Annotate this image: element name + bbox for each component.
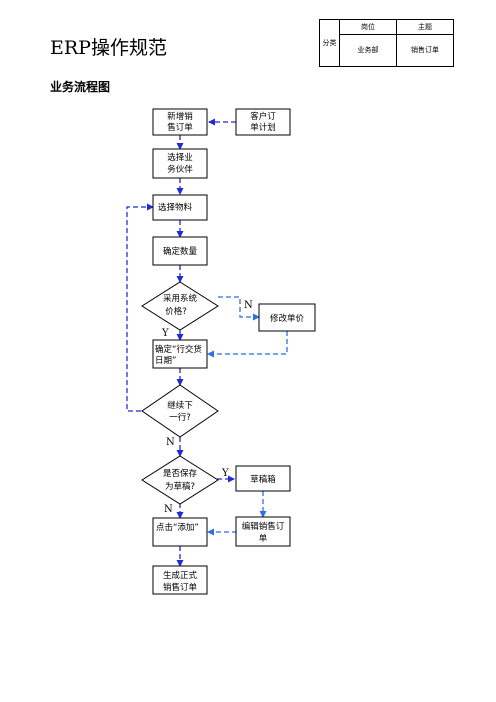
label-continue-no: N [166, 437, 175, 448]
node-click-add [152, 517, 208, 547]
node-edit-order-line2: 单 [259, 533, 268, 544]
node-customer-plan [235, 108, 291, 136]
node-select-partner [152, 148, 208, 179]
node-select-material-line1: 选择物料 [158, 202, 193, 213]
node-click-add-line1: 点击“添加” [156, 522, 199, 533]
node-customer-plan-line2: 单计划 [250, 122, 276, 133]
connector-continue-loop [126, 203, 154, 412]
node-save-draft-question [141, 455, 219, 505]
node-use-system-price [141, 281, 219, 331]
node-generate-order-line2: 销售订单 [163, 582, 198, 593]
section-title: 业务流程图 [50, 80, 111, 94]
node-continue-next-line1: 继续下 [167, 400, 193, 411]
connector-price-to-modify [218, 296, 260, 321]
node-modify-price-line1: 修改单价 [270, 313, 305, 324]
label-draft-no: N [164, 504, 173, 515]
node-confirm-date [152, 339, 208, 369]
node-confirm-date-line2: 日期” [155, 356, 176, 366]
meta-table: 分类 岗位 主题 业务部 销售订单 [319, 19, 454, 67]
node-new-order-line2: 售订单 [167, 122, 193, 133]
node-generate-order-line1: 生成正式 [163, 570, 198, 581]
node-confirm-qty-line1: 确定数量 [163, 246, 198, 257]
node-confirm-qty [152, 236, 208, 266]
node-continue-next-line2: 一行? [169, 412, 191, 423]
node-draft-box [235, 465, 291, 492]
label-draft-yes: Y [221, 468, 229, 479]
connector-modify-to-date [207, 331, 288, 358]
node-select-partner-line1: 选择业 [167, 152, 193, 163]
node-new-order-line1: 新增销 [167, 111, 193, 122]
node-new-order [152, 108, 208, 136]
node-confirm-date-line1: 确定“行交货 [155, 344, 202, 355]
node-use-system-price-line2: 价格? [165, 306, 187, 317]
node-edit-order [235, 516, 291, 547]
node-continue-next [141, 384, 219, 438]
node-generate-order [152, 565, 208, 595]
node-edit-order-line1: 编辑销售订 [242, 521, 285, 532]
meta-value-topic: 销售订单 [396, 34, 454, 67]
node-use-system-price-line1: 采用系统 [163, 293, 198, 304]
label-price-no: N [244, 300, 253, 311]
node-select-material [152, 194, 208, 221]
document-title: ERP操作规范 [50, 37, 167, 59]
node-modify-price [258, 303, 316, 332]
node-save-draft-line2: 为草稿? [165, 481, 195, 492]
node-save-draft-line1: 是否保存 [163, 468, 198, 479]
node-draft-box-line1: 草稿箱 [250, 474, 276, 485]
label-price-yes: Y [161, 328, 169, 339]
node-select-partner-line2: 务伙伴 [167, 164, 193, 175]
node-customer-plan-line1: 客户订 [250, 111, 276, 122]
